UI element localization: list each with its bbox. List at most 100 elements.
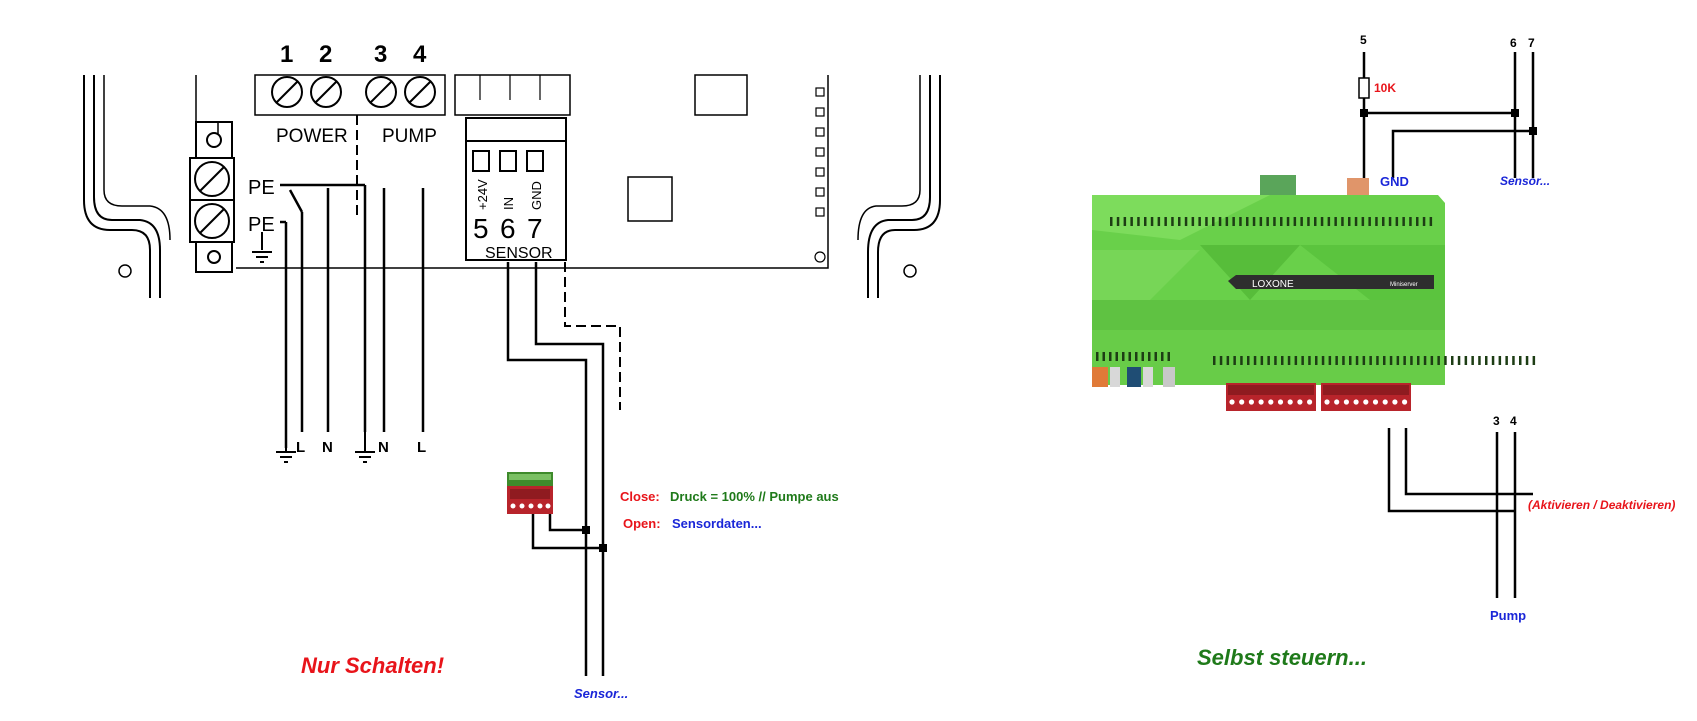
vent-slot (1122, 352, 1125, 361)
vent-slot (1382, 217, 1385, 226)
board-pin (815, 87, 825, 97)
terminal-screw (1277, 399, 1284, 405)
vent-slot (1361, 217, 1365, 226)
vent-slot (1525, 356, 1529, 365)
vent-slot (1123, 217, 1127, 226)
power-pump-screw-terminals (271, 76, 436, 108)
vent-slot (1225, 217, 1229, 226)
vent-slot (1273, 217, 1276, 226)
vent-slot (1342, 356, 1345, 365)
vent-slot (1349, 356, 1352, 365)
vent-slot (1102, 352, 1105, 361)
terminal-screw (1372, 399, 1379, 405)
vent-slot (1150, 217, 1154, 226)
vent-slot (1505, 356, 1508, 365)
vent-slot (1308, 356, 1311, 365)
vent-slot (1315, 356, 1318, 365)
vent-slot (1141, 352, 1144, 361)
vent-slot (1198, 217, 1201, 226)
terminal-number-1: 1 (280, 41, 293, 68)
vent-slot (1519, 356, 1522, 365)
vent-slot (1294, 356, 1298, 365)
activate-label: (Aktivieren / Deaktivieren) (1528, 498, 1675, 512)
board-pin (815, 167, 825, 177)
pin5-label: 5 (1360, 33, 1367, 47)
vent-slot (1430, 356, 1434, 365)
pump-label-right: Pump (1490, 608, 1526, 623)
junction-dot-2 (599, 544, 607, 552)
bottom-label-l2: L (417, 439, 426, 456)
vent-slot (1205, 217, 1208, 226)
sensor-pin-5: 5 (473, 213, 489, 244)
vent-slot (1320, 217, 1324, 226)
vent-slot (1498, 356, 1502, 365)
pe-label-1: PE (248, 177, 275, 199)
vent-slot (1395, 217, 1399, 226)
terminal-screw (1392, 399, 1398, 405)
board-pin (815, 187, 825, 197)
vent-slot (1327, 217, 1331, 226)
close-text: Druck = 100% // Pumpe aus (670, 489, 839, 504)
vent-slot (1485, 356, 1488, 365)
vent-slot (1280, 217, 1283, 226)
vent-slot (1293, 217, 1297, 226)
pin7-label: 7 (1528, 36, 1535, 50)
pin3-label: 3 (1493, 414, 1500, 428)
vent-slot (1116, 217, 1120, 226)
terminal-screw (1258, 399, 1264, 405)
terminal-screw (1287, 399, 1293, 405)
vent-slot (1246, 217, 1249, 226)
vent-slot (1212, 217, 1215, 226)
vent-slot (1096, 352, 1099, 361)
vent-slot (1491, 356, 1495, 365)
vent-slot (1157, 217, 1161, 226)
vent-slot (1191, 217, 1195, 226)
vent-slot (1247, 356, 1250, 365)
vent-slot (1167, 352, 1170, 361)
vent-slot (1253, 356, 1257, 365)
model-label: Miniserver (1390, 282, 1418, 288)
vent-slot (1437, 356, 1440, 365)
terminal-screw (1334, 399, 1340, 405)
bottom-label-n1: N (322, 439, 333, 456)
vent-slot (1369, 356, 1372, 365)
vent-slot (1178, 217, 1181, 226)
open-prefix: Open: (623, 516, 661, 531)
power-label: POWER (276, 126, 348, 147)
terminal-screw (1353, 399, 1359, 405)
vent-slot (1130, 217, 1133, 226)
vent-slot (1300, 217, 1303, 226)
terminal-number-4: 4 (413, 41, 427, 68)
vent-slot (1184, 217, 1188, 226)
terminal-screw (1363, 399, 1369, 405)
pin6-label: 6 (1510, 36, 1517, 50)
vent-slot (1375, 217, 1378, 226)
vent-slot (1219, 356, 1223, 365)
vent-slot (1301, 356, 1304, 365)
board-pin (815, 107, 825, 117)
vent-slot (1226, 356, 1230, 365)
vent-slot (1171, 217, 1174, 226)
vent-slot (1464, 356, 1468, 365)
vent-slot (1137, 217, 1140, 226)
miniserver-vent-bottom (1096, 352, 1536, 365)
vent-slot (1161, 352, 1164, 361)
vent-slot (1376, 356, 1379, 365)
terminal-screw (1248, 399, 1254, 405)
vent-slot (1128, 352, 1131, 361)
vent-slot (1422, 217, 1426, 226)
terminal-screw (1307, 399, 1313, 405)
vent-slot (1110, 217, 1113, 226)
vent-slot (1471, 356, 1474, 365)
loxone-wiring-top (1358, 52, 1535, 178)
vent-slot (1409, 217, 1412, 226)
vent-slot (1341, 217, 1344, 226)
left-caption: Nur Schalten! (301, 653, 444, 678)
terminal-number-2: 2 (319, 41, 332, 68)
sensor-pin-24v: +24V (475, 179, 490, 210)
vent-slot (1239, 217, 1242, 226)
vent-slot (1115, 352, 1118, 361)
vent-slot (1286, 217, 1290, 226)
vent-slot (1429, 217, 1433, 226)
